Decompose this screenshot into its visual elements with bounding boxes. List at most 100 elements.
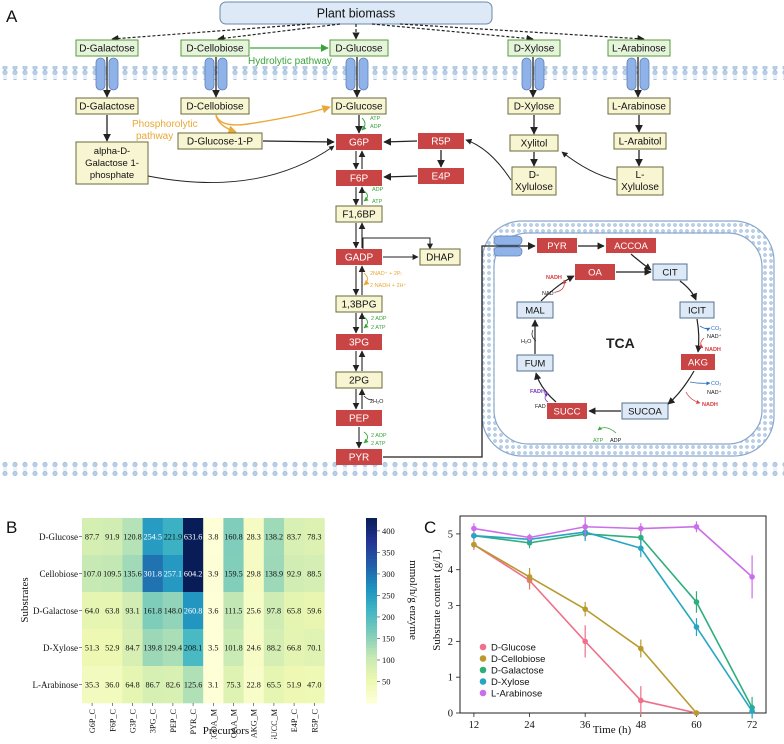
pep-label: PEP	[349, 414, 369, 425]
heatmap-cell	[304, 555, 325, 593]
heatmap-col-label: G6P_C	[88, 708, 97, 733]
heatmap-cell	[304, 666, 325, 704]
heatmap-cell	[183, 629, 204, 667]
colorbar-tick-label: 350	[382, 547, 395, 557]
colorbar-tick-label: 300	[382, 569, 395, 579]
d-xylulose-box	[511, 166, 557, 196]
colorbar-tick-label: 50	[382, 676, 391, 686]
colorbar-segment	[366, 521, 377, 525]
heatmap-value-label: 25.6	[247, 607, 261, 616]
heatmap-cell	[82, 555, 103, 593]
int-galactose-label: D-Galactose	[79, 102, 135, 113]
colorbar-segment	[366, 672, 377, 676]
heatmap-cell	[203, 629, 224, 667]
colorbar-tick-label: 250	[382, 590, 395, 600]
colorbar-segment	[366, 693, 377, 698]
heatmap-row-label: D-Xylose	[43, 643, 78, 653]
plant-biomass-label: Plant biomass	[317, 7, 396, 21]
heatmap-cell	[203, 592, 224, 630]
colorbar-segment	[366, 653, 377, 658]
tca-cycle-arrows	[531, 253, 703, 415]
heatmap-value-label: 22.8	[247, 681, 261, 690]
heatmap-value-label: 97.8	[267, 607, 281, 616]
heatmap-value-label: 63.8	[105, 607, 119, 616]
gadp-nadh-label: 2 NADH + 2H⁺	[370, 282, 406, 289]
glycolysis: G6P F6P F1,6BP GADP 1,3BPG 3PG 2PG PEP P…	[335, 134, 383, 465]
heatmap-cell	[183, 555, 204, 593]
heatmap-col-label: PYR_C	[189, 708, 198, 734]
heatmap-x-axis-label: Precursors	[203, 725, 249, 737]
f16bp-label: F1,6BP	[342, 210, 376, 221]
data-point	[526, 574, 533, 580]
heatmap-cell	[102, 629, 123, 667]
heatmap-value-label: 88.5	[307, 570, 321, 579]
heatmap-cell	[243, 629, 265, 667]
heatmap-value-label: 66.8	[287, 644, 301, 653]
int-galactose-box	[75, 97, 139, 115]
colorbar-segment	[366, 675, 377, 679]
gadp-box	[336, 249, 382, 265]
gal1p-label-2: Galactose 1-	[85, 158, 139, 169]
colorbar-segment	[366, 579, 377, 584]
heatmap-cell	[203, 555, 224, 593]
ext-cellobiose-box	[180, 39, 250, 57]
colorbar-segment	[366, 684, 377, 689]
sucoa-atp-label: ATP	[593, 438, 604, 444]
heatmap-value-label: 87.7	[85, 533, 99, 542]
colorbar-segment	[366, 662, 377, 667]
line-chart-y-axis-label: Substrate content (g/L)	[431, 549, 443, 651]
data-point	[693, 523, 700, 530]
heatmap-col-label: AKG_M	[250, 708, 259, 738]
r5p-to-g6p-arrow	[383, 137, 418, 146]
glycolysis-cofactors: ADP ATP 2NAD⁺ + 2Pᵢ 2 NADH + 2H⁺ 2 ADP 2…	[363, 187, 406, 447]
colorbar-segment	[366, 518, 377, 522]
line-chart-x-tick-label: 60	[691, 720, 702, 731]
heatmap-value-label: 3.1	[208, 681, 218, 690]
heatmap-value-label: 82.6	[166, 681, 180, 690]
colorbar-segment	[366, 564, 377, 568]
e4p-to-f6p-arrow	[383, 172, 418, 181]
line-chart-x-tick-label: 72	[747, 720, 758, 731]
data-point	[638, 697, 644, 704]
ext-galactose-box	[75, 39, 139, 57]
colorbar-segment	[366, 644, 377, 648]
data-point	[638, 645, 644, 652]
heatmap-value-label: 75.3	[226, 681, 240, 690]
heatmap-cell	[304, 518, 325, 556]
heatmap-value-label: 125.6	[184, 681, 202, 690]
d-xylulose-label-1: D-	[529, 170, 540, 181]
tca-cofactors: NADH NAD⁺ H₂O CO₂ NAD⁺ NADH CO₂ NAD⁺ NAD…	[521, 275, 722, 444]
int-glucose-box	[331, 97, 387, 115]
l-xylulose-to-xylitol-arrow	[561, 151, 617, 181]
heatmap-cell	[162, 629, 184, 667]
colorbar-segment	[366, 696, 377, 701]
fum-h2o-label: H₂O	[521, 339, 532, 345]
heatmap-cell	[122, 592, 143, 630]
int-xylose-box	[507, 97, 561, 115]
colorbar-segment	[366, 666, 377, 670]
heatmap-value-label: 135.6	[123, 570, 141, 579]
heatmap-row-label: D-Glucose	[39, 532, 78, 542]
series-line	[473, 533, 753, 708]
colorbar-segment	[366, 551, 377, 556]
heatmap-cell	[243, 666, 265, 704]
heatmap-value-label: 47.0	[307, 681, 321, 690]
line-chart-y-tick-label: 2	[448, 637, 453, 648]
colorbar-segment	[366, 548, 377, 553]
legend-marker	[479, 643, 487, 651]
heatmap-value-label: 92.9	[287, 570, 301, 579]
icit-label: ICIT	[688, 306, 706, 317]
cit-label: CIT	[662, 268, 678, 279]
line-chart-x-tick-label: 36	[580, 720, 591, 731]
series-line	[473, 531, 753, 712]
data-point	[471, 532, 477, 539]
colorbar-segment	[366, 555, 377, 559]
legend-marker	[479, 666, 487, 674]
heatmap-value-label: 93.1	[125, 607, 139, 616]
int-cellobiose-box	[180, 97, 250, 115]
colorbar-segment	[366, 570, 377, 574]
heatmap-value-label: 160.8	[224, 533, 242, 542]
colorbar-tick-label: 400	[382, 526, 395, 536]
oa-nadh-label: NADH	[546, 275, 562, 281]
